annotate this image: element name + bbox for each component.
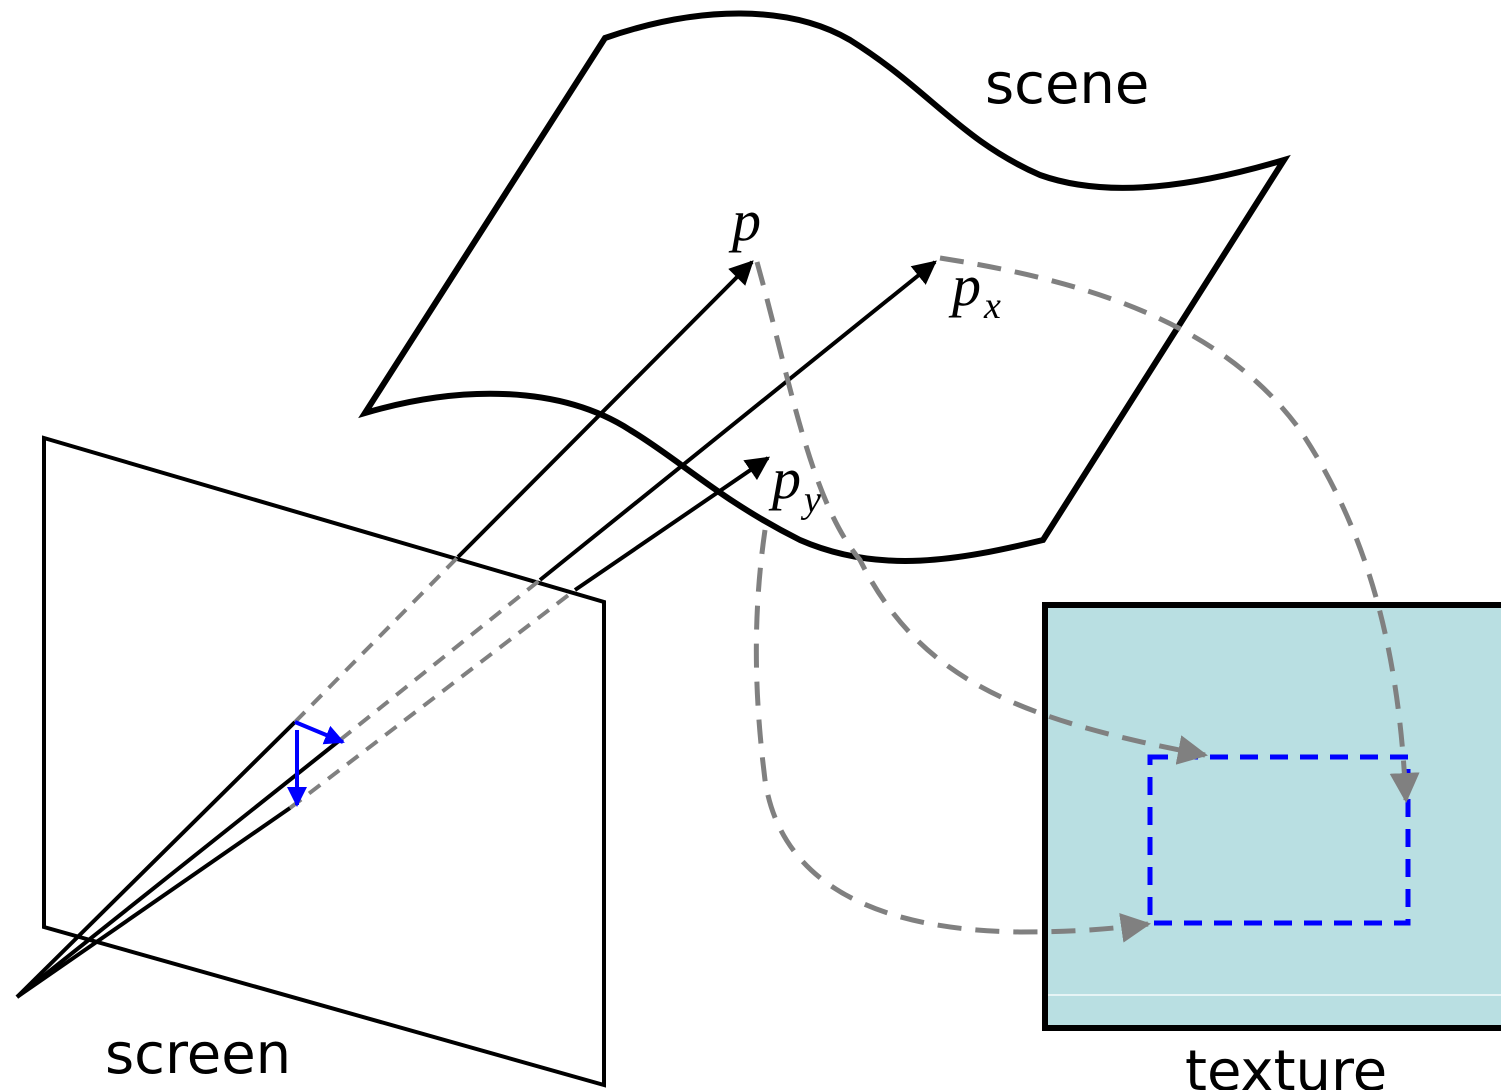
point-py-label: p (768, 446, 801, 511)
point-px-label: p (948, 253, 981, 318)
point-p-label: p (728, 188, 761, 253)
texture-panel (1042, 602, 1501, 1031)
mapping-curve-px (939, 255, 1420, 803)
ray-to-p (456, 260, 754, 559)
point-py-subscript: y (800, 479, 821, 521)
ray-hidden-py (288, 588, 577, 810)
ray-hidden-px (338, 578, 542, 742)
point-px-subscript: x (983, 285, 1001, 327)
screen-label: screen (105, 1022, 291, 1087)
ray-to-screen-x (15, 738, 342, 999)
texture-label: texture (1185, 1039, 1387, 1090)
ray-to-px (538, 260, 937, 582)
ray-to-screen-main (15, 720, 297, 999)
mapping-curve-p (754, 261, 1208, 765)
screen-dx-vector (294, 720, 345, 745)
ray-hidden-p (293, 555, 460, 724)
scene-label: scene (985, 52, 1149, 117)
scene-surface (358, 10, 1291, 564)
texture-footprint (1147, 754, 1411, 926)
ray-to-screen-y (15, 806, 292, 999)
mapping-curve-py (753, 529, 1151, 943)
screen-plane (42, 435, 606, 1088)
ray-to-py (573, 456, 770, 592)
